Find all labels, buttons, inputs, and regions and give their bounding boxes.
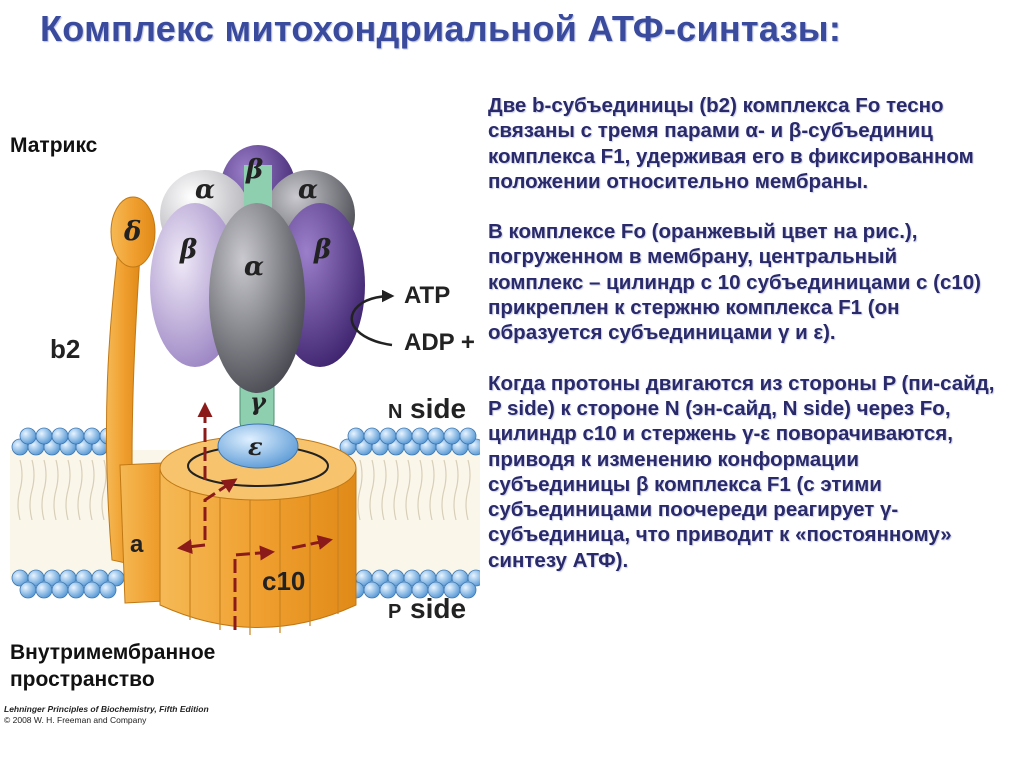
alpha-label-2: α: [298, 175, 318, 205]
atp-cycle-arrow: [350, 289, 395, 347]
alpha-label-1: α: [195, 175, 215, 205]
gamma-label: γ: [250, 387, 267, 416]
intermembrane-label-line1: Внутримембранное: [10, 641, 216, 664]
adp-label: ADP +: [404, 329, 475, 356]
a-label: a: [130, 531, 144, 558]
image-credit: Lehninger Principles of Biochemistry, Fi…: [4, 704, 209, 726]
epsilon-label: ε: [248, 432, 263, 461]
epsilon-subunit: [217, 423, 299, 469]
beta-label-2: β: [179, 235, 197, 265]
proton-path-arrows: [177, 402, 333, 630]
alpha-label-3: α: [244, 252, 264, 282]
paragraph-b-subunits: Две b-субъединицы (b2) комплекса Fo тесн…: [488, 94, 974, 193]
atp-synthase-diagram: α β α β α β δ γ ε b2 a c10 ATP ADP + N s…: [10, 145, 480, 635]
beta-label-1: β: [245, 155, 263, 185]
matrix-label: Матрикс: [10, 134, 98, 157]
delta-subunit: [110, 196, 156, 268]
credit-line1: Lehninger Principles of Biochemistry, Fi…: [4, 704, 209, 714]
delta-label: δ: [123, 217, 141, 247]
paragraph-fo-complex: В комплексе Fo (оранжевый цвет на рис.),…: [488, 220, 981, 345]
beta-label-3: β: [313, 235, 331, 265]
intermembrane-label-line2: пространство: [10, 668, 155, 691]
b2-label: b2: [50, 334, 80, 364]
page-title: Комплекс митохондриальной АТФ-синтазы:: [40, 8, 842, 49]
credit-line2: © 2008 W. H. Freeman and Company: [4, 715, 147, 725]
p-side-letter: P: [388, 601, 401, 623]
c10-label: c10: [262, 566, 305, 596]
description: Две b-субъединицы (b2) комплекса Fo тесн…: [488, 93, 996, 598]
paragraph-proton-rotation: Когда протоны двигаются из стороны P (пи…: [488, 371, 995, 572]
p-side-label: side: [410, 593, 466, 624]
atp-label: ATP: [404, 282, 450, 309]
f1-head: [150, 145, 365, 393]
n-side-label: side: [410, 393, 466, 424]
n-side-letter: N: [388, 401, 402, 423]
